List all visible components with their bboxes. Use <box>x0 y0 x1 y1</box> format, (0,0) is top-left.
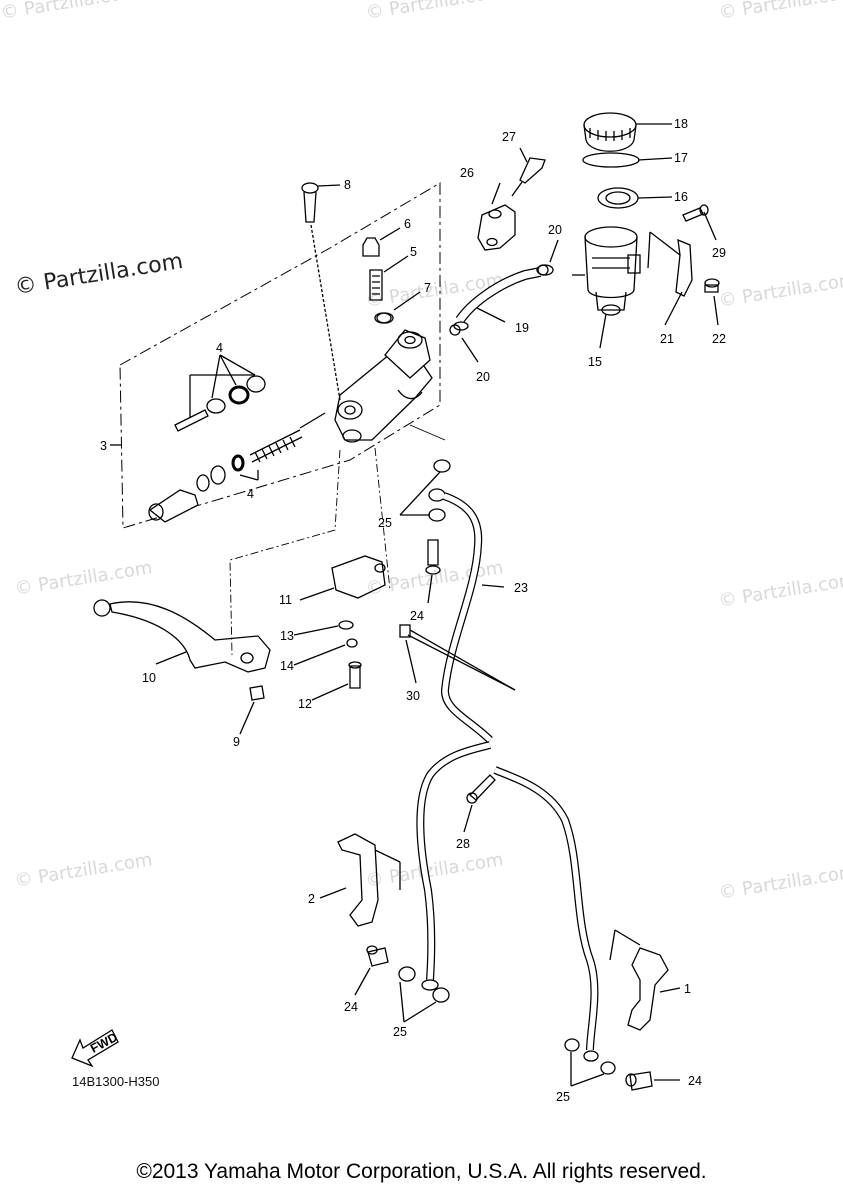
callout-14: 14 <box>280 659 294 673</box>
callout-11: 11 <box>279 593 292 607</box>
callout-22: 22 <box>712 332 726 346</box>
callout-28: 28 <box>456 837 470 851</box>
union-bolt-24-right <box>625 1071 653 1091</box>
washer-25 <box>564 1038 580 1052</box>
diagram-code: 14B1300-H350 <box>72 1074 160 1089</box>
nut-9 <box>249 685 265 701</box>
callout-10: 10 <box>142 671 156 685</box>
reservoir-15 <box>572 226 641 316</box>
callout-12: 12 <box>298 697 312 711</box>
callout-7: 7 <box>424 281 431 295</box>
cap-6 <box>362 237 380 257</box>
callout-19: 19 <box>515 321 529 335</box>
screw-12 <box>348 661 362 689</box>
bolt-29 <box>682 204 709 222</box>
piston-kit-lower <box>148 412 326 523</box>
callout-30: 30 <box>406 689 420 703</box>
washer-13 <box>338 620 354 630</box>
washer-25 <box>432 987 450 1003</box>
callout-25: 25 <box>378 516 392 530</box>
washer-14 <box>346 638 358 648</box>
callout-20: 20 <box>476 370 490 384</box>
switch-11 <box>331 555 386 599</box>
callout-21: 21 <box>660 332 674 346</box>
hose-clamp <box>449 264 549 336</box>
bracket-21 <box>647 231 693 297</box>
fwd-label: FWD <box>88 1030 120 1056</box>
bracket-2 <box>337 833 401 927</box>
washer-25 <box>600 1061 616 1075</box>
copyright-notice: ©2013 Yamaha Motor Corporation, U.S.A. A… <box>136 1160 707 1183</box>
washer-25 <box>433 459 451 473</box>
callout-6: 6 <box>404 217 411 231</box>
washer-25 <box>428 488 446 502</box>
brake-hose-lower-right <box>493 766 599 1062</box>
callout-23: 23 <box>514 581 528 595</box>
hose-19 <box>453 264 554 331</box>
callout-13: 13 <box>280 629 294 643</box>
brake-hose-lower-left <box>416 741 491 991</box>
union-bolt-24 <box>425 539 441 575</box>
callout-4: 4 <box>247 487 254 501</box>
plate-17 <box>582 152 640 168</box>
cable-tie-30 <box>399 624 516 691</box>
diaphragm-16 <box>597 187 639 209</box>
bolt-22 <box>704 278 720 293</box>
fwd-arrow-icon <box>71 1029 119 1068</box>
fitting-5 <box>369 269 392 324</box>
kit-boundary <box>119 182 441 529</box>
callout-17: 17 <box>674 151 688 165</box>
brake-hose-23 <box>441 492 493 743</box>
callout-24: 24 <box>688 1074 702 1088</box>
callout-15: 15 <box>588 355 602 369</box>
callout-24: 24 <box>344 1000 358 1014</box>
washer-7 <box>376 312 394 324</box>
callout-5: 5 <box>410 245 417 259</box>
bolt-8 <box>301 182 341 401</box>
callout-25: 25 <box>393 1025 407 1039</box>
callout-labels: 1 2 3 4 4 5 6 7 8 9 10 11 12 13 14 15 16… <box>100 117 726 1104</box>
callout-26: 26 <box>460 166 474 180</box>
callout-29: 29 <box>712 246 726 260</box>
callout-27: 27 <box>502 130 516 144</box>
washer-25 <box>428 508 446 522</box>
callout-25: 25 <box>556 1090 570 1104</box>
callout-9: 9 <box>233 735 240 749</box>
callout-24: 24 <box>410 609 424 623</box>
callout-3: 3 <box>100 439 107 453</box>
brake-lever-10 <box>93 599 271 673</box>
bolt-27 <box>511 157 546 197</box>
piston-kit-upper <box>174 354 266 432</box>
cap-18 <box>583 112 637 152</box>
bracket-1 <box>609 929 669 1031</box>
callout-16: 16 <box>674 190 688 204</box>
callout-2: 2 <box>308 892 315 906</box>
bracket-26 <box>477 204 516 251</box>
callout-18: 18 <box>674 117 688 131</box>
callout-20: 20 <box>548 223 562 237</box>
washer-25 <box>398 966 416 982</box>
callout-1: 1 <box>684 982 691 996</box>
master-cylinder-body <box>334 329 433 443</box>
union-bolt-24-left <box>366 945 389 967</box>
bolt-28 <box>466 774 496 804</box>
callout-8: 8 <box>344 178 351 192</box>
callout-4: 4 <box>216 341 223 355</box>
